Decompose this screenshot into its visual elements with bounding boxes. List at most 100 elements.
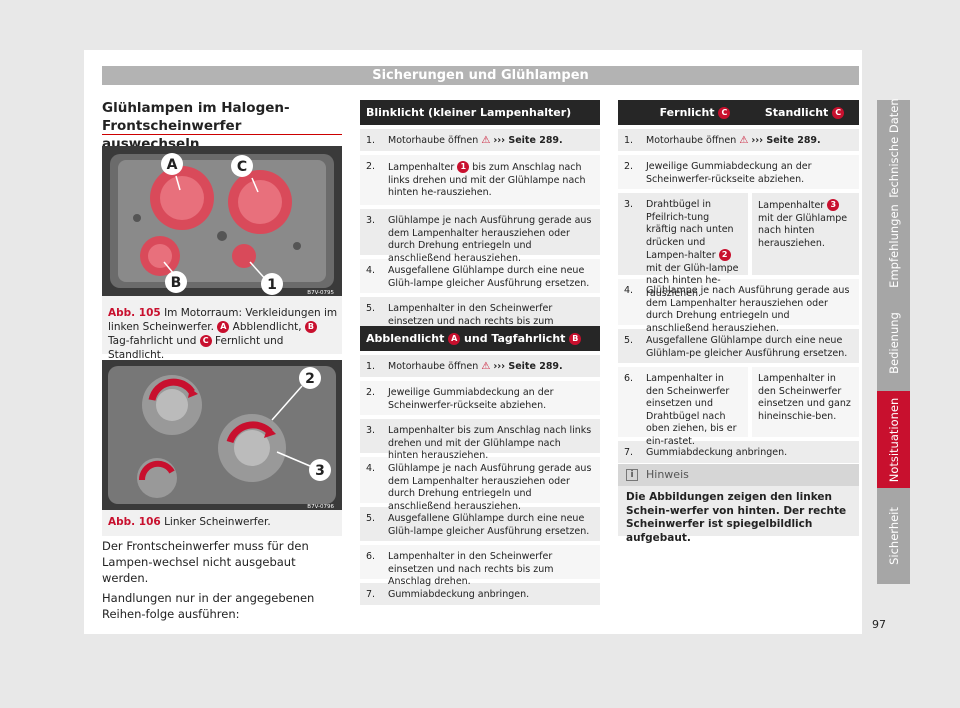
figure-code: B7V-0795 (307, 290, 334, 296)
step-number: 5. (366, 513, 376, 524)
step-number: 1. (366, 361, 376, 372)
step-number: 5. (366, 303, 376, 314)
mark-c: C (832, 107, 845, 119)
table-row: 4. Ausgefallene Glühlampe durch eine neu… (360, 255, 600, 293)
table-high-beam: Fernlicht C Standlicht C 1. Motorhaube ö… (618, 100, 859, 463)
text: Motorhaube öffnen (646, 135, 737, 146)
figure-code: B7V-0796 (307, 504, 334, 510)
title-divider (102, 134, 342, 135)
header-text: Abblendlicht (366, 332, 445, 345)
step-number: 3. (624, 199, 634, 210)
table-row: 4. Glühlampe je nach Ausführung gerade a… (618, 275, 859, 334)
page-link[interactable]: ››› Seite 289. (751, 135, 821, 146)
mark-1: 1 (457, 161, 470, 173)
column-header-parking-light: Standlicht C (750, 106, 859, 119)
tab-notsituationen[interactable]: Notsituationen (877, 391, 910, 489)
page-link[interactable]: ››› Seite 289. (493, 135, 563, 146)
table-row: 2. Lampenhalter 1 bis zum Anschlag nach … (360, 151, 600, 205)
text: mit der Glüh-lampe nach hinten he-rauszi… (646, 262, 739, 299)
table-header: Fernlicht C Standlicht C (618, 100, 859, 125)
step-number: 1. (624, 135, 634, 146)
tab-label: Notsituationen (886, 397, 901, 483)
step-text: Lampenhalter bis zum Anschlag nach links… (388, 425, 592, 461)
text: Motorhaube öffnen (388, 135, 479, 146)
step-number: 6. (366, 551, 376, 562)
table-row: 3. Glühlampe je nach Ausführung gerade a… (360, 205, 600, 264)
table-row: 5. Ausgefallene Glühlampe durch eine neu… (360, 503, 600, 541)
tab-empfehlungen[interactable]: Empfehlungen (877, 197, 910, 295)
figure-label-2: 2 (305, 371, 315, 387)
tab-label: Bedienung (886, 312, 901, 374)
step-text: Lampenhalter 1 bis zum Anschlag nach lin… (382, 155, 600, 205)
table-row: 7. Gummiabdeckung anbringen. (360, 579, 600, 605)
table-row: 1. Motorhaube öffnen ⚠ ››› Seite 289. (360, 125, 600, 151)
figure-number: Abb. 106 (108, 516, 161, 528)
table-row: 1. Motorhaube öffnen ⚠ ››› Seite 289. (360, 351, 600, 377)
step-number: 4. (624, 285, 634, 296)
header-text: Fernlicht (659, 106, 715, 119)
warning-icon: ⚠ (481, 361, 491, 372)
headlight-rear-illustration: 2 3 B7V-0796 (102, 360, 342, 510)
step-text: Jeweilige Gummiabdeckung an der Scheinwe… (388, 387, 554, 411)
step-number: 3. (366, 425, 376, 436)
notice-text: Die Abbildungen zeigen den linken Schein… (626, 491, 847, 544)
caption-text: Tag-fahrlicht und (108, 335, 197, 347)
info-icon: i (626, 469, 638, 481)
step-text: Glühlampe je nach Ausführung gerade aus … (388, 463, 592, 512)
figure-label-1: 1 (267, 277, 277, 293)
step-text: Motorhaube öffnen ⚠ ››› Seite 289. (640, 129, 859, 151)
step-text: Motorhaube öffnen ⚠ ››› Seite 289. (382, 355, 600, 377)
chapter-header: Sicherungen und Glühlampen (102, 66, 859, 85)
table-row: 3. Lampenhalter bis zum Anschlag nach li… (360, 415, 600, 461)
intro-text: Der Frontscheinwerfer muss für den Lampe… (102, 538, 342, 626)
header-text: und Tagfahrlicht (464, 332, 566, 345)
step-number: 3. (366, 215, 376, 226)
mark-c: C (199, 335, 212, 347)
page-number: 97 (872, 618, 886, 631)
step-number: 4. (366, 265, 376, 276)
step-number: 5. (624, 335, 634, 346)
mark-2: 2 (718, 249, 731, 261)
table-row: 3. Drahtbügel in Pfeilrich-tung kräftig … (618, 189, 859, 299)
text: Motorhaube öffnen (388, 361, 479, 372)
table-row: 4. Glühlampe je nach Ausführung gerade a… (360, 453, 600, 512)
step-text: Ausgefallene Glühlampe durch eine neue G… (646, 335, 848, 359)
tab-label: Empfehlungen (886, 204, 901, 288)
intro-paragraph: Handlungen nur in der angegebenen Reihen… (102, 591, 315, 621)
mark-b: B (569, 332, 582, 345)
step-text-parking-light: Lampenhalter 3 mit der Glühlampe nach hi… (748, 193, 859, 275)
mark-a: A (217, 321, 230, 333)
step-number: 2. (624, 161, 634, 172)
tab-bedienung[interactable]: Bedienung (877, 294, 910, 392)
figure-label-b: B (171, 275, 182, 291)
figure-105: A C B 1 B7V-0795 Abb. 105 Im Motorraum: … (102, 146, 342, 361)
section-title: Glühlampen im Halogen-Frontschein­werfer… (102, 100, 290, 152)
caption-text: Abblendlicht, (232, 321, 302, 333)
table-row: 5. Ausgefallene Glühlampe durch eine neu… (618, 325, 859, 363)
step-text: Jeweilige Gummiabdeckung an der Scheinwe… (646, 161, 812, 185)
intro-paragraph: Der Frontscheinwerfer muss für den Lampe… (102, 539, 309, 585)
caption-text: Im Motorraum: Verkleidungen im linken Sc… (108, 307, 338, 333)
table-header: Blinklicht (kleiner Lampenhalter) (360, 100, 600, 125)
step-text-parking-light: Lampenhalter in den Scheinwerfer einsetz… (748, 367, 859, 437)
tab-sicherheit[interactable]: Sicherheit (877, 488, 910, 584)
figure-label-c: C (237, 159, 247, 175)
tab-technische-daten[interactable]: Technische Daten (877, 98, 910, 200)
step-number: 6. (624, 373, 634, 384)
mark-c: C (718, 107, 731, 119)
table-row: 6. Lampenhalter in den Scheinwerfer eins… (618, 363, 859, 447)
page-link[interactable]: ››› Seite 289. (493, 361, 563, 372)
mark-3: 3 (827, 199, 840, 211)
step-text: Gummiabdeckung anbringen. (388, 589, 530, 600)
mark-a: A (448, 332, 461, 345)
step-text: Lampenhalter in den Scheinwerfer einsetz… (388, 551, 554, 587)
table-row: 6. Lampenhalter in den Scheinwerfer eins… (360, 541, 600, 587)
caption-text: Fernlicht und Standlicht. (108, 335, 284, 361)
figure-label-3: 3 (315, 463, 325, 479)
warning-icon: ⚠ (481, 135, 491, 146)
step-text: Ausgefallene Glühlampe durch eine neue G… (388, 265, 590, 289)
text: Lampenhalter (758, 200, 825, 211)
step-text: Glühlampe je nach Ausführung gerade aus … (646, 285, 850, 334)
step-text: Glühlampe je nach Ausführung gerade aus … (388, 215, 592, 264)
